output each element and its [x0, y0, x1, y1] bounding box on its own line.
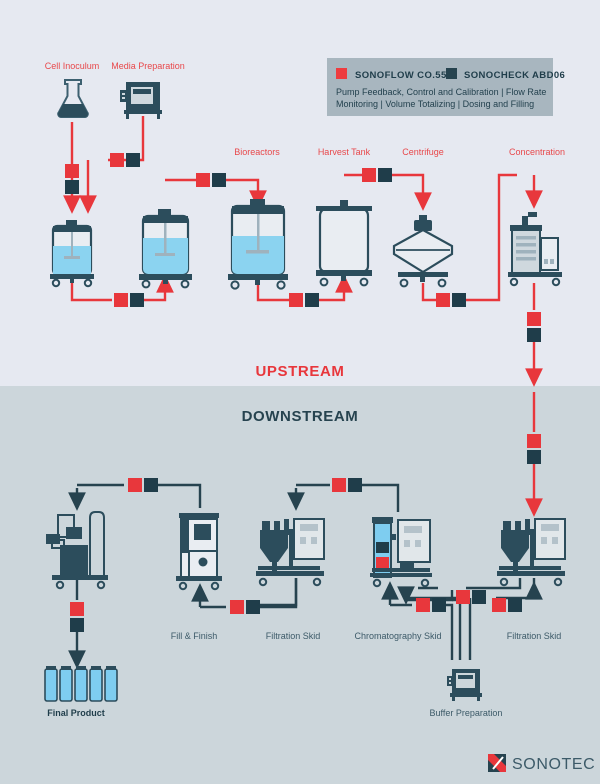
sensor-pair[interactable]: [230, 600, 260, 614]
filtration-skid-icon: [497, 518, 566, 587]
label-buffer-preparation: Buffer Preparation: [430, 708, 503, 718]
legend-description-line1: Pump Feedback, Control and Calibration |…: [336, 87, 546, 97]
sensor-pair[interactable]: [332, 478, 362, 492]
bioreactor-tank-icon: [228, 199, 288, 290]
downstream-background: [0, 386, 600, 784]
label-final-product: Final Product: [47, 708, 105, 718]
sonotec-logo-mark: [488, 754, 506, 772]
bioreactor-tank-icon: [139, 209, 192, 289]
label-filtration-skid-1: Filtration Skid: [266, 631, 321, 641]
mixer-unit-icon: [120, 82, 162, 119]
sensor-pair[interactable]: [289, 293, 319, 307]
sensor-pair[interactable]: [527, 434, 541, 464]
chromatography-skid-icon: [370, 517, 432, 588]
label-cell-inoculum: Cell Inoculum: [45, 61, 100, 71]
label-harvest-tank: Harvest Tank: [318, 147, 371, 157]
sensor-pair[interactable]: [70, 602, 84, 632]
brand-name: SONOTEC: [512, 756, 595, 773]
sensor-pair[interactable]: [128, 478, 158, 492]
sensor-pair[interactable]: [456, 590, 486, 604]
sensor-pair[interactable]: [110, 153, 140, 167]
legend-description-line2: Monitoring | Volume Totalizing | Dosing …: [336, 99, 534, 109]
label-chromatography-skid: Chromatography Skid: [354, 631, 441, 641]
bioreactor-tank-icon: [50, 220, 94, 288]
fill-finish-unit-icon: [176, 513, 222, 591]
label-filtration-skid-2: Filtration Skid: [507, 631, 562, 641]
centrifuge-icon: [392, 215, 454, 288]
section-title-upstream: UPSTREAM: [256, 363, 345, 380]
label-media-preparation: Media Preparation: [111, 61, 185, 71]
label-bioreactors: Bioreactors: [234, 147, 280, 157]
erlenmeyer-flask-icon: [57, 79, 89, 118]
label-centrifuge: Centrifuge: [402, 147, 444, 157]
sensor-markers: [65, 153, 541, 632]
legend-swatch-sonocheck: [446, 68, 457, 79]
sensor-pair[interactable]: [492, 598, 522, 612]
filtration-skid-icon: [256, 518, 325, 587]
filling-machine-icon: [46, 511, 108, 590]
sensor-pair[interactable]: [527, 312, 541, 342]
vials-icon: [44, 666, 118, 702]
upstream-background: [0, 0, 600, 386]
legend-swatch-sonoflow: [336, 68, 347, 79]
legend-label-sonoflow: SONOFLOW CO.55: [355, 70, 447, 81]
sensor-pair[interactable]: [416, 598, 446, 612]
label-fill-finish: Fill & Finish: [171, 631, 218, 641]
legend-panel: [327, 58, 553, 116]
sensor-pair[interactable]: [362, 168, 392, 182]
sensor-pair[interactable]: [436, 293, 466, 307]
sensor-pair[interactable]: [114, 293, 144, 307]
label-concentration: Concentration: [509, 147, 565, 157]
section-title-downstream: DOWNSTREAM: [242, 408, 359, 425]
legend-label-sonocheck: SONOCHECK ABD06: [464, 70, 565, 81]
sensor-pair[interactable]: [196, 173, 226, 187]
mixer-unit-icon: [447, 669, 482, 701]
harvest-tank-icon: [316, 200, 372, 287]
concentration-unit-icon: [508, 212, 562, 287]
sensor-pair[interactable]: [65, 164, 79, 194]
